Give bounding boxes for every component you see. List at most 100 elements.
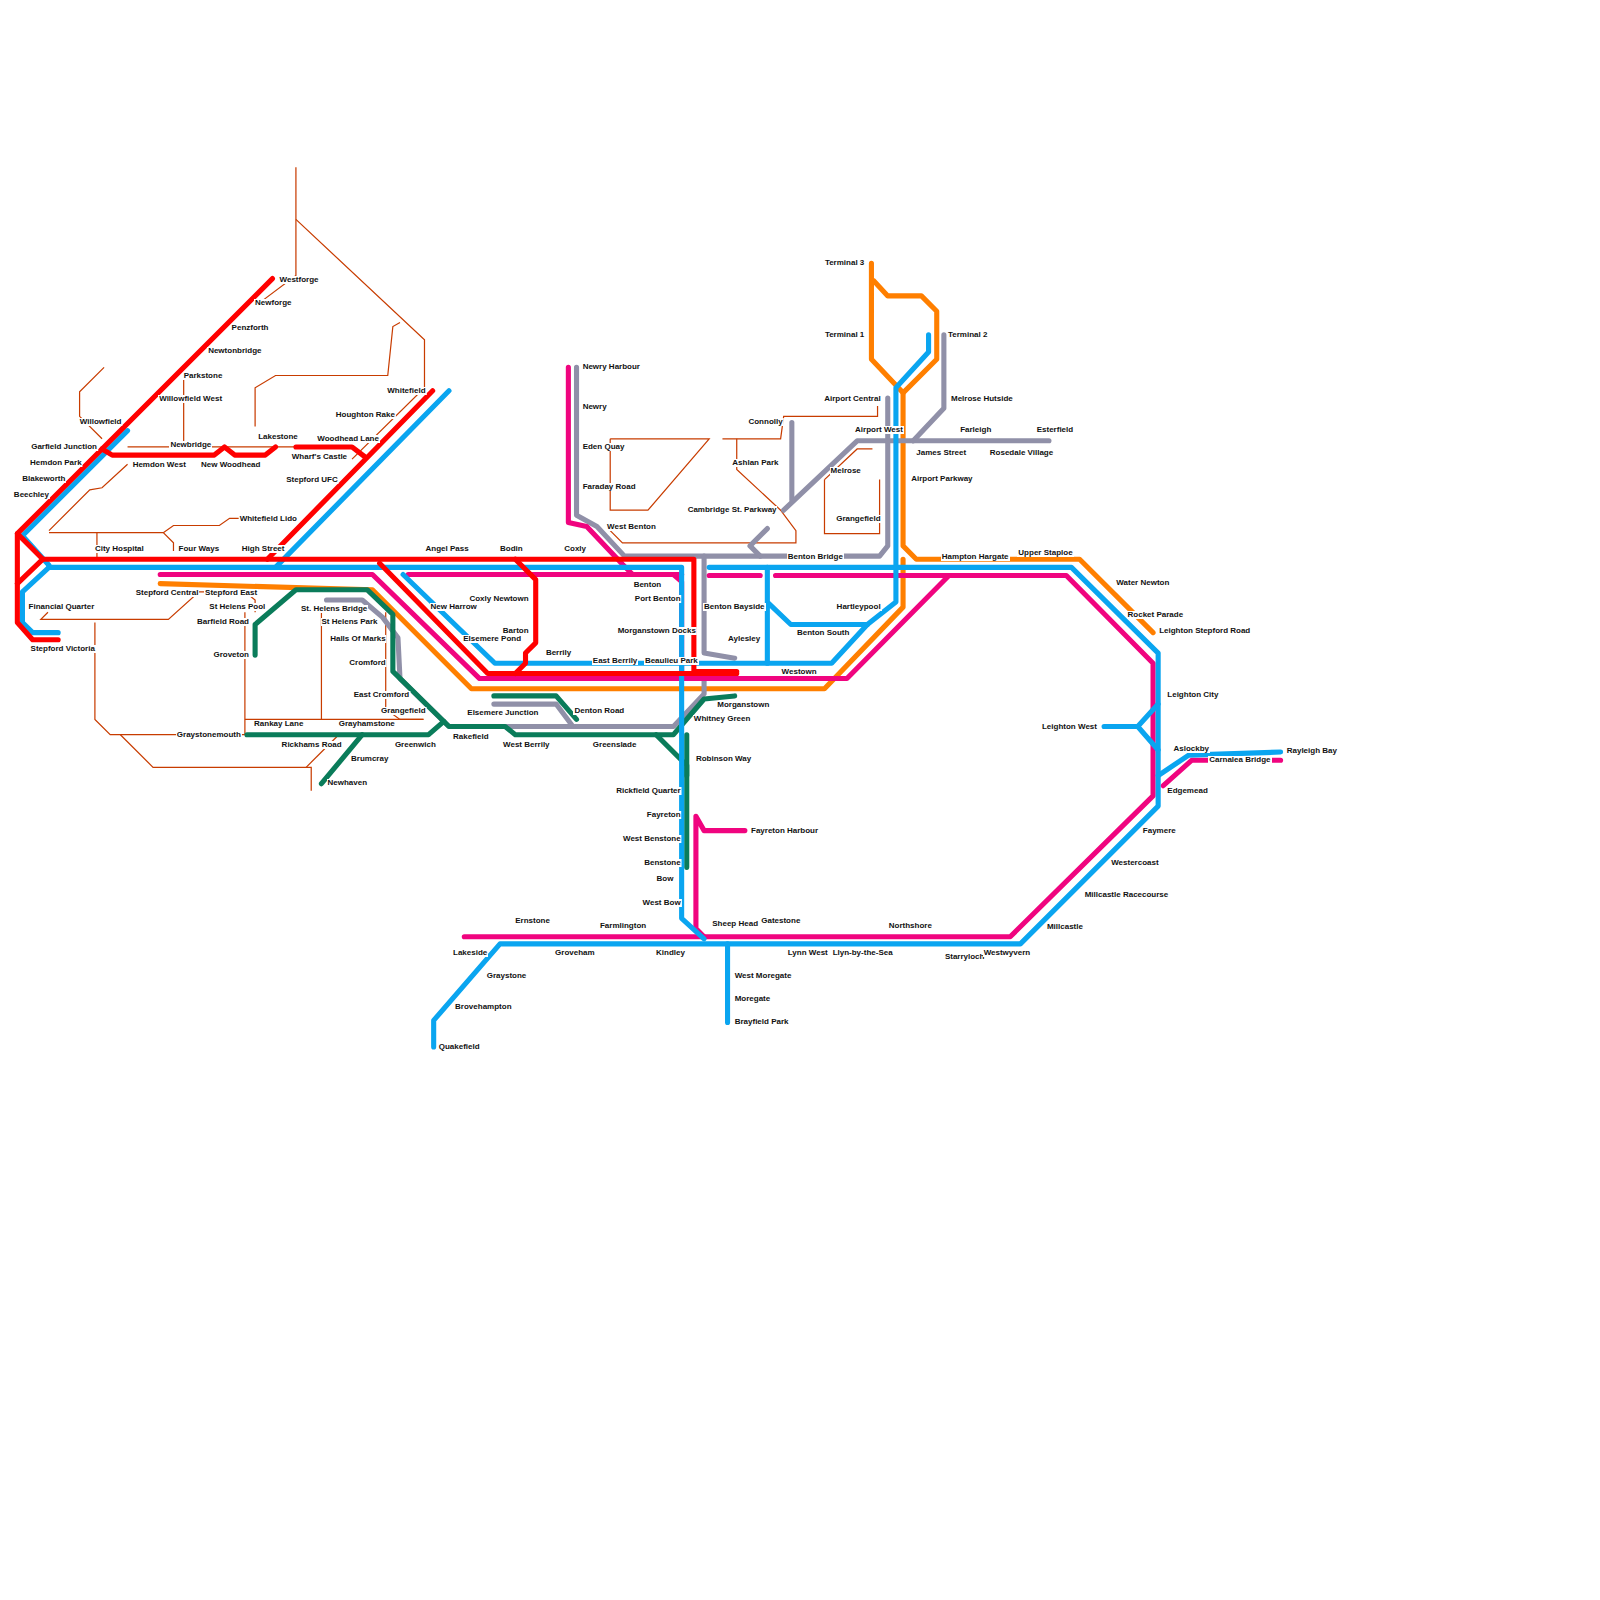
rail-line	[95, 622, 245, 734]
station-label: Coxly	[563, 545, 587, 553]
station-label: Melrose Hutside	[950, 395, 1014, 403]
station-label: Connolly	[747, 418, 783, 426]
station-label: Rickhams Road	[281, 741, 343, 749]
routes	[17, 263, 1280, 1047]
station-label: Willowfield West	[158, 395, 223, 403]
station-label: Brayfield Park	[734, 1018, 790, 1026]
rail-line	[255, 322, 400, 426]
station-label: Hemdon Park	[29, 459, 83, 467]
station-label: Rankay Lane	[253, 720, 304, 728]
rail-line	[296, 219, 425, 459]
station-label: Farleigh	[959, 426, 992, 434]
rail-line	[321, 612, 322, 719]
station-label: Elsemere Junction	[466, 709, 539, 717]
station-label: East Cromford	[353, 691, 411, 699]
station-label: Penzforth	[231, 324, 270, 332]
station-label: Woodhead Lane	[316, 435, 380, 443]
station-label: Aslockby	[1172, 745, 1210, 753]
station-label: Faraday Road	[582, 483, 637, 491]
station-label: Rosedale Village	[989, 449, 1054, 457]
station-label: Denton Road	[573, 707, 625, 715]
station-label: Westwyvern	[983, 949, 1032, 957]
station-label: Northshore	[888, 922, 933, 930]
station-label: Westercoast	[1110, 859, 1159, 867]
station-label: Moregate	[734, 995, 772, 1003]
station-label: Terminal 1	[824, 331, 865, 339]
blue-route	[725, 944, 730, 1023]
station-label: Newhaven	[327, 779, 369, 787]
station-label: Benton Bayside	[703, 603, 765, 611]
station-label: Rakefield	[452, 733, 490, 741]
station-label: Hartleypool	[836, 603, 882, 611]
station-label: Morganstown	[716, 701, 770, 709]
rail-line	[80, 367, 104, 438]
station-label: Grangefield	[835, 515, 881, 523]
station-label: Farmlington	[599, 922, 647, 930]
station-label: Stepford East	[204, 589, 258, 597]
green-route	[684, 735, 689, 776]
station-label: Whitefield	[386, 387, 426, 395]
red-route	[380, 563, 737, 673]
station-label: Newbridge	[169, 441, 212, 449]
station-label: Bow	[656, 875, 675, 883]
station-label: Berrily	[545, 649, 572, 657]
blue-route	[434, 567, 1158, 1047]
magenta-route	[696, 816, 745, 936]
station-label: Brumcray	[350, 755, 389, 763]
station-label: Water Newton	[1115, 579, 1170, 587]
station-label: Kindley	[655, 949, 686, 957]
station-label: Rickfield Quarter	[615, 787, 681, 795]
station-label: Robinson Way	[695, 755, 752, 763]
station-label: Newry Harbour	[582, 363, 641, 371]
grey-route	[750, 529, 767, 557]
blue-route	[403, 567, 896, 663]
red-route	[17, 534, 43, 584]
station-label: Lynn West	[787, 949, 829, 957]
station-label: Whitney Green	[693, 715, 751, 723]
station-label: Elsemere Pond	[462, 635, 522, 643]
station-label: Ashlan Park	[731, 459, 779, 467]
station-label: Grangefield	[380, 707, 426, 715]
background-rail	[41, 167, 880, 790]
station-label: Esterfield	[1036, 426, 1074, 434]
station-label: Fayreton Harbour	[750, 827, 819, 835]
grey-route	[577, 367, 888, 556]
green-route	[247, 721, 444, 734]
station-label: Rocket Parade	[1127, 611, 1185, 619]
station-label: Lakeside	[452, 949, 488, 957]
station-label: Rayleigh Bay	[1286, 747, 1338, 755]
station-label: Terminal 2	[947, 331, 988, 339]
station-label: Houghton Rake	[335, 411, 396, 419]
station-label: Barfield Road	[196, 618, 250, 626]
station-label: Newforge	[254, 299, 292, 307]
station-label: Melrose	[830, 467, 862, 475]
station-label: Garfield Junction	[30, 443, 98, 451]
blue-route	[767, 567, 867, 663]
station-label: Benton South	[796, 629, 850, 637]
station-label: Millcastle	[1046, 923, 1084, 931]
station-label: Hemdon West	[132, 461, 187, 469]
station-label: Fayreton	[646, 811, 682, 819]
station-label: Port Benton	[634, 595, 682, 603]
station-label: Hampton Hargate	[941, 553, 1010, 561]
station-label: Brovehampton	[454, 1003, 512, 1011]
orange-route	[903, 393, 1153, 633]
orange-route	[871, 263, 936, 393]
station-label: Terminal 3	[824, 259, 865, 267]
station-label: Carnalea Bridge	[1208, 756, 1271, 764]
station-label: Greenwich	[394, 741, 437, 749]
station-label: Wharf's Castle	[291, 453, 348, 461]
rail-line	[824, 480, 879, 534]
station-label: Groveham	[554, 949, 596, 957]
station-label: Stepford Central	[135, 589, 200, 597]
station-label: Beaulieu Park	[644, 657, 699, 665]
station-label: Financial Quarter	[28, 603, 96, 611]
rail-line	[244, 612, 245, 734]
station-label: West Moregate	[734, 972, 793, 980]
station-label: Westforge	[279, 276, 320, 284]
station-label: Newtonbridge	[207, 347, 262, 355]
station-label: Beechley	[13, 491, 50, 499]
station-label: Barton	[502, 627, 530, 635]
station-label: West Benstone	[622, 835, 682, 843]
